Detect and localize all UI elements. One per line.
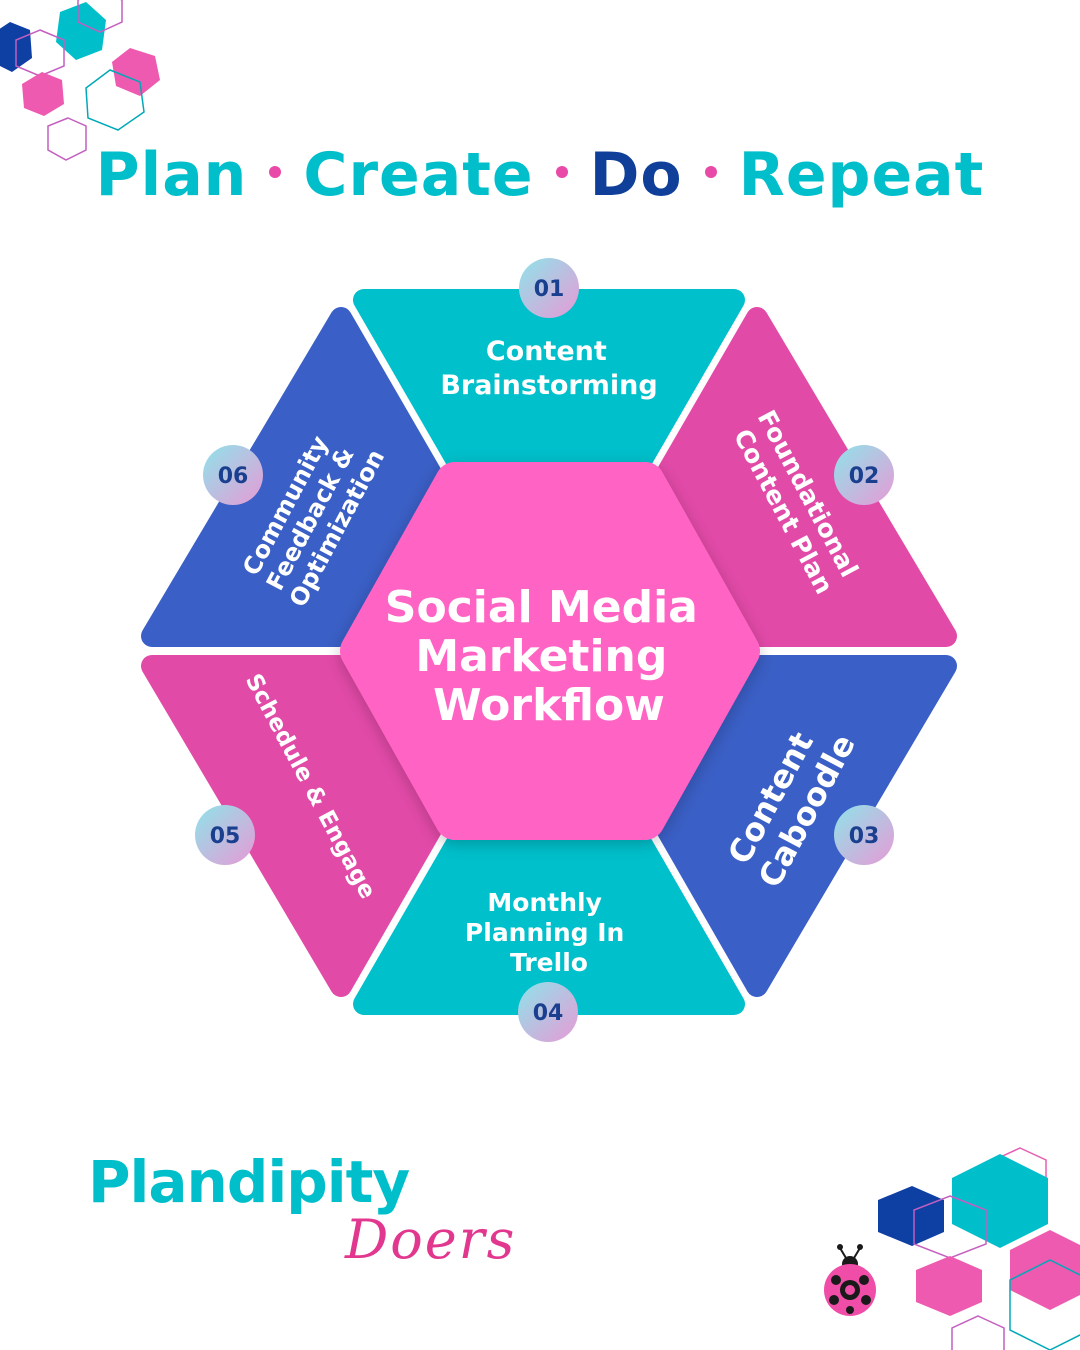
decor-hex [56, 2, 106, 60]
decor-hex [878, 1186, 944, 1246]
badge-circle [834, 445, 894, 505]
decor-hex [22, 72, 64, 116]
badge-number: 01 [534, 277, 565, 302]
step-badge-04: 04 [518, 982, 578, 1042]
decor-hex [85, 69, 145, 131]
step-04-label: Monthly Planning In Trello [465, 888, 633, 977]
step-badge-03: 03 [834, 805, 894, 865]
ladybug-icon [824, 1244, 876, 1316]
decor-hex [112, 48, 160, 96]
badge-circle [834, 805, 894, 865]
center-title-line: Social Media [385, 582, 698, 633]
decor-hex [47, 117, 87, 161]
headline-word-repeat: Repeat [738, 140, 985, 210]
center-title-line: Workflow [433, 680, 665, 731]
brand-name: Plandipity [88, 1148, 410, 1216]
center-hexagon [340, 462, 760, 840]
step-label-line: Brainstorming [440, 370, 657, 401]
brand-script: Doers [345, 1208, 517, 1271]
decor-hex [916, 1256, 982, 1316]
center-title: Social Media Marketing Workflow [385, 582, 713, 731]
badge-number: 03 [849, 824, 880, 849]
center-title-line: Marketing [415, 631, 667, 682]
step-01-label: Content Brainstorming [440, 336, 657, 401]
decor-hexagons-bottom-right [824, 1147, 1080, 1350]
badge-circle [519, 258, 579, 318]
headline: Plan Create Do Repeat [0, 140, 1080, 210]
headline-word-plan: Plan [95, 140, 248, 210]
badge-number: 06 [218, 464, 249, 489]
step-badge-05: 05 [195, 805, 255, 865]
headline-word-create: Create [303, 140, 534, 210]
decor-hex [952, 1154, 1048, 1248]
badge-number: 05 [210, 824, 241, 849]
step-badge-06: 06 [203, 445, 263, 505]
step-badge-02: 02 [834, 445, 894, 505]
badge-circle [203, 445, 263, 505]
badge-circle [518, 982, 578, 1042]
step-label-line: Planning In [465, 918, 624, 947]
headline-separator-dot [555, 166, 568, 179]
decor-hex [1009, 1259, 1080, 1350]
decor-hexagons-top-left [0, 0, 160, 161]
step-label-line: Monthly [487, 888, 601, 917]
step-badge-01: 01 [519, 258, 579, 318]
badge-circle [195, 805, 255, 865]
step-label-line: Trello [510, 948, 588, 977]
step-label-line: Content [486, 336, 607, 367]
headline-separator-dot [269, 166, 282, 179]
decor-hex [1010, 1230, 1080, 1310]
badge-number: 02 [849, 464, 880, 489]
headline-word-do: Do [589, 140, 683, 210]
decor-hex [951, 1315, 1005, 1350]
decor-hex [77, 0, 123, 33]
headline-separator-dot [704, 166, 717, 179]
badge-number: 04 [533, 1001, 564, 1026]
